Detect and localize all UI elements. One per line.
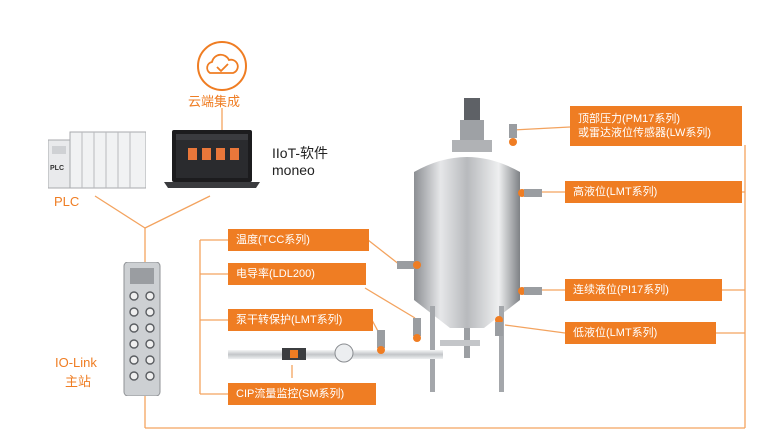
label-high-level: 高液位(LMT系列): [565, 181, 742, 203]
top-pressure-sensor-icon: [509, 124, 517, 146]
label-top-pressure: 顶部压力(PM17系列) 或雷达液位传感器(LW系列): [570, 106, 742, 146]
software-line2: moneo: [272, 162, 315, 178]
software-line1: IIoT-软件: [272, 145, 329, 161]
plc-label: PLC: [54, 194, 80, 209]
pump-icon: [334, 343, 354, 363]
cloud-icon: [197, 41, 247, 91]
label-temperature: 温度(TCC系列): [228, 229, 369, 251]
label-continuous-level: 连续液位(PI17系列): [565, 279, 722, 301]
iolink-master: [122, 261, 162, 397]
steel-tank: [414, 98, 520, 392]
pump-protection-sensor-icon: [377, 330, 385, 354]
laptop: [162, 128, 262, 192]
iolink-line2: 主站: [65, 374, 92, 389]
flow-meter-icon: [282, 348, 306, 360]
conductivity-sensor-icon: [413, 318, 421, 342]
temperature-sensor-icon: [397, 261, 421, 269]
label-top-pressure-line2: 或雷达液位传感器(LW系列): [578, 127, 712, 139]
plc-unit-text: PLC: [50, 165, 64, 172]
label-cip-flow: CIP流量监控(SM系列): [228, 383, 376, 405]
cloud-label: 云端集成: [188, 94, 241, 109]
label-top-pressure-line1: 顶部压力(PM17系列): [578, 113, 681, 125]
continuous-level-sensor-icon: [518, 287, 542, 295]
label-low-level: 低液位(LMT系列): [565, 322, 716, 344]
label-pump-protection: 泵干转保护(LMT系列): [228, 309, 373, 331]
plc-device: PLC: [47, 128, 147, 190]
high-level-sensor-icon: [518, 189, 542, 197]
label-conductivity: 电导率(LDL200): [228, 263, 366, 285]
iolink-line1: IO-Link: [55, 355, 97, 370]
low-level-sensor-icon: [495, 316, 503, 336]
